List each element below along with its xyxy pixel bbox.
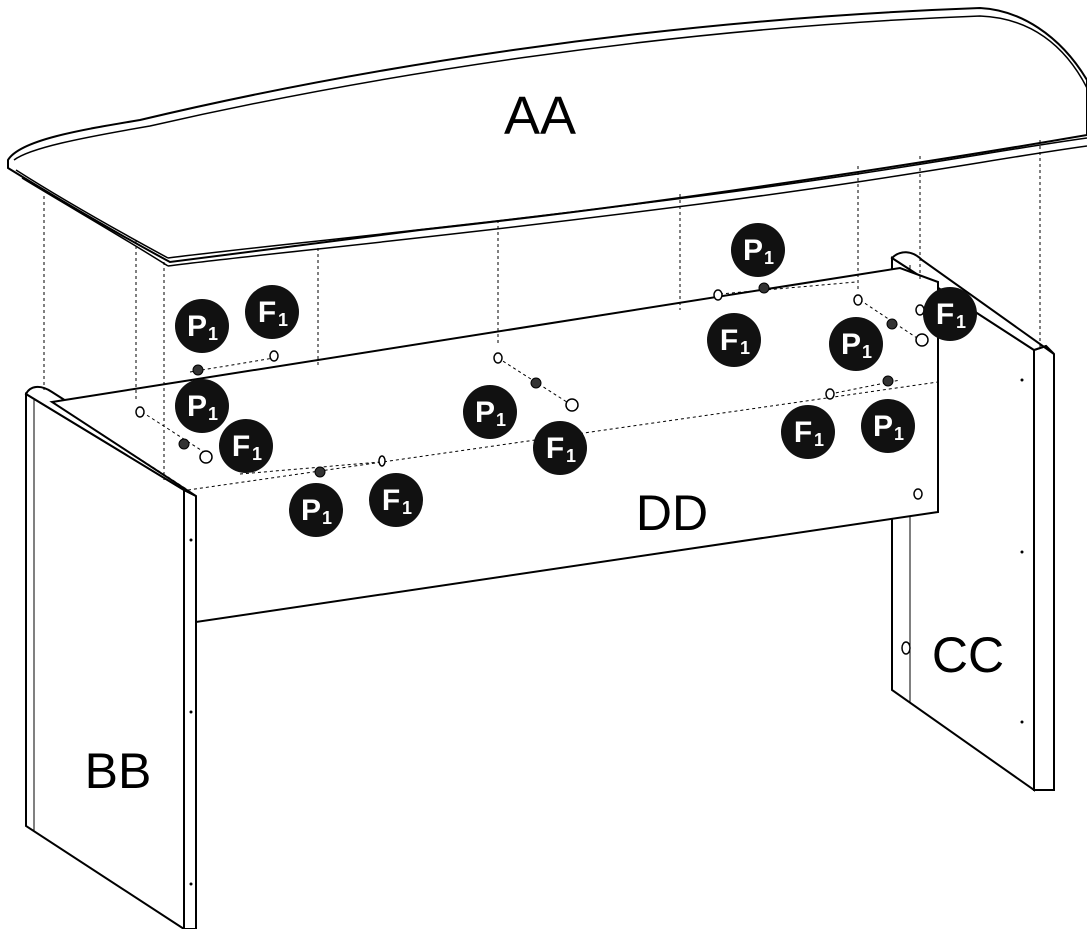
badge-number: 1 <box>862 342 872 362</box>
cam-fittings <box>178 282 898 478</box>
top-board-aa <box>7 6 1087 267</box>
badge-f1-right-upper: F 1 <box>707 313 761 367</box>
badge-number: 1 <box>956 312 966 332</box>
panel-dots <box>189 378 1024 886</box>
badge-letter: P <box>187 390 207 423</box>
badge-p1-left-lower: P 1 <box>175 379 229 433</box>
badge-number: 1 <box>740 338 750 358</box>
badge-letter: F <box>936 298 954 331</box>
badge-p1-bottom: P 1 <box>289 483 343 537</box>
label-dd: DD <box>636 485 708 541</box>
guide-lines <box>43 140 1041 480</box>
badge-letter: P <box>841 328 861 361</box>
badge-letter: F <box>258 296 276 329</box>
badge-number: 1 <box>764 248 774 268</box>
badge-p1-right: P 1 <box>829 317 883 371</box>
badge-number: 1 <box>208 324 218 344</box>
badge-number: 1 <box>402 498 412 518</box>
badge-letter: F <box>546 432 564 465</box>
badge-letter: P <box>301 494 321 527</box>
badge-f1-right-lower: F 1 <box>781 405 835 459</box>
badge-f1-far-right: F 1 <box>923 287 977 341</box>
badge-p1-left-upper: P 1 <box>175 299 229 353</box>
badge-number: 1 <box>496 410 506 430</box>
badge-number: 1 <box>208 404 218 424</box>
badge-p1-right-lower: P 1 <box>861 399 915 453</box>
label-bb: BB <box>85 743 152 799</box>
badge-p1-center: P 1 <box>463 385 517 439</box>
badge-number: 1 <box>894 424 904 444</box>
badge-letter: P <box>475 396 495 429</box>
badge-f1-left-lower: F 1 <box>219 419 273 473</box>
badge-number: 1 <box>278 310 288 330</box>
label-cc: CC <box>932 627 1004 683</box>
badge-letter: F <box>232 430 250 463</box>
label-aa: AA <box>504 86 576 146</box>
badge-letter: P <box>873 410 893 443</box>
badge-p1-top: P 1 <box>731 223 785 277</box>
badge-letter: F <box>720 324 738 357</box>
badge-f1-bottom: F 1 <box>369 473 423 527</box>
badge-number: 1 <box>322 508 332 528</box>
badge-number: 1 <box>566 446 576 466</box>
badge-letter: F <box>794 416 812 449</box>
badge-letter: F <box>382 484 400 517</box>
badge-f1-center: F 1 <box>533 421 587 475</box>
badge-f1-left-upper: F 1 <box>245 285 299 339</box>
badge-number: 1 <box>814 430 824 450</box>
badge-letter: P <box>187 310 207 343</box>
badge-letter: P <box>743 234 763 267</box>
holes <box>135 289 929 655</box>
badge-number: 1 <box>252 444 262 464</box>
